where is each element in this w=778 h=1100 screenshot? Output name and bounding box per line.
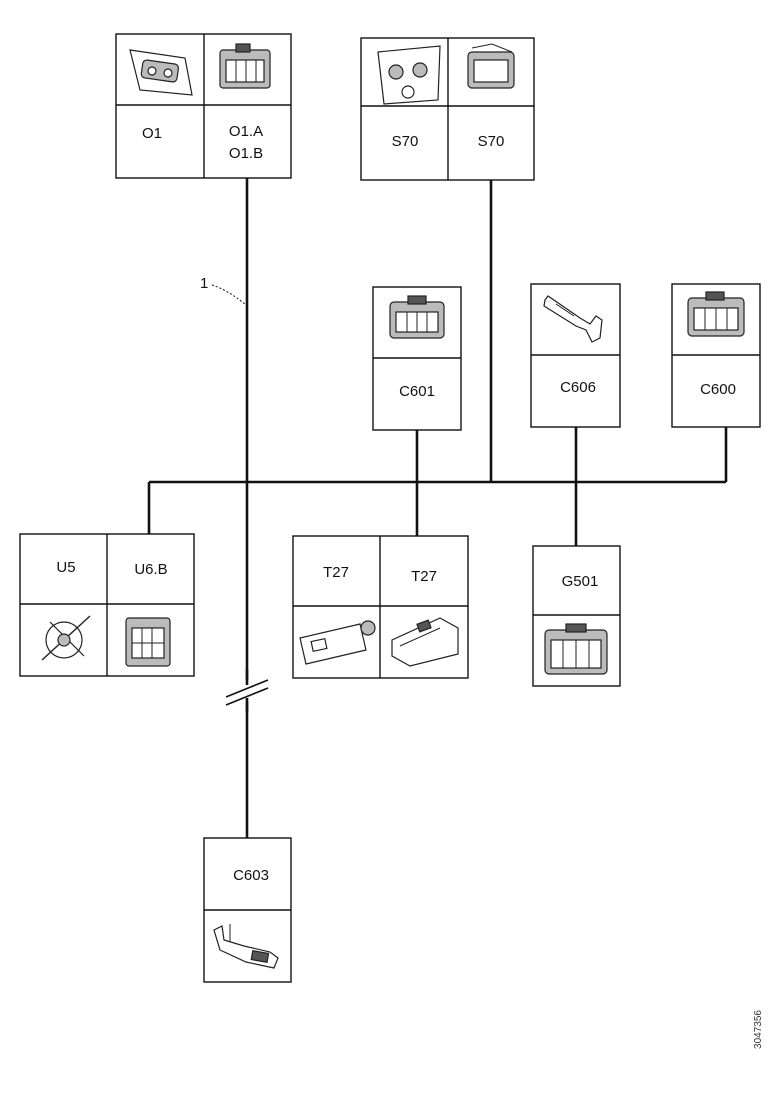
t27-label-a: T27 <box>323 564 349 581</box>
break-mark <box>225 670 270 712</box>
c606-terminal-icon <box>543 295 603 343</box>
c606-label: C606 <box>560 379 596 396</box>
harness-wires <box>147 178 728 838</box>
connector-c606-group: C606 <box>530 283 621 428</box>
t27-sensor-icon <box>299 620 376 665</box>
connector-c600-group: C600 <box>671 283 761 428</box>
c603-label: C603 <box>233 867 269 884</box>
u5-sensor-icon <box>41 615 91 661</box>
t27-label-b: T27 <box>411 568 437 585</box>
s70-label-b: S70 <box>478 133 505 150</box>
c600-label: C600 <box>700 381 736 398</box>
o1b-label: O1.B <box>229 145 263 162</box>
u5-label: U5 <box>56 559 75 576</box>
s70-label-a: S70 <box>392 133 419 150</box>
c603-terminal-icon <box>213 924 279 969</box>
connector-t27-group: T27 T27 <box>292 535 469 679</box>
figure-id: 3047356 <box>753 1010 764 1049</box>
u6b-label: U6.B <box>134 561 167 578</box>
s70-connector-icon <box>467 43 515 89</box>
g501-connector-icon <box>544 623 608 675</box>
connector-u5-group: U5 U6.B <box>19 533 195 677</box>
s70-switch-icon <box>377 45 441 105</box>
c600-connector-icon <box>687 291 745 337</box>
connector-o1-group: O1 O1.A O1.B <box>115 33 292 179</box>
o1-connector-icon <box>129 49 193 96</box>
o1ab-connector-icon <box>219 43 271 89</box>
harness-callout: 1 <box>200 275 247 306</box>
connector-g501-group: G501 <box>532 545 621 687</box>
o1-label: O1 <box>142 125 162 142</box>
c601-connector-icon <box>389 295 445 339</box>
o1a-label: O1.A <box>229 123 263 140</box>
connector-c601-group: C601 <box>372 286 462 431</box>
connector-s70-group: S70 S70 <box>360 37 535 181</box>
g501-label: G501 <box>562 573 599 590</box>
t27-connector-icon <box>391 617 459 667</box>
u6b-connector-icon <box>125 617 171 667</box>
connector-c603-group: C603 <box>203 837 292 983</box>
harness-label: 1 <box>200 275 208 292</box>
c601-label: C601 <box>399 383 435 400</box>
